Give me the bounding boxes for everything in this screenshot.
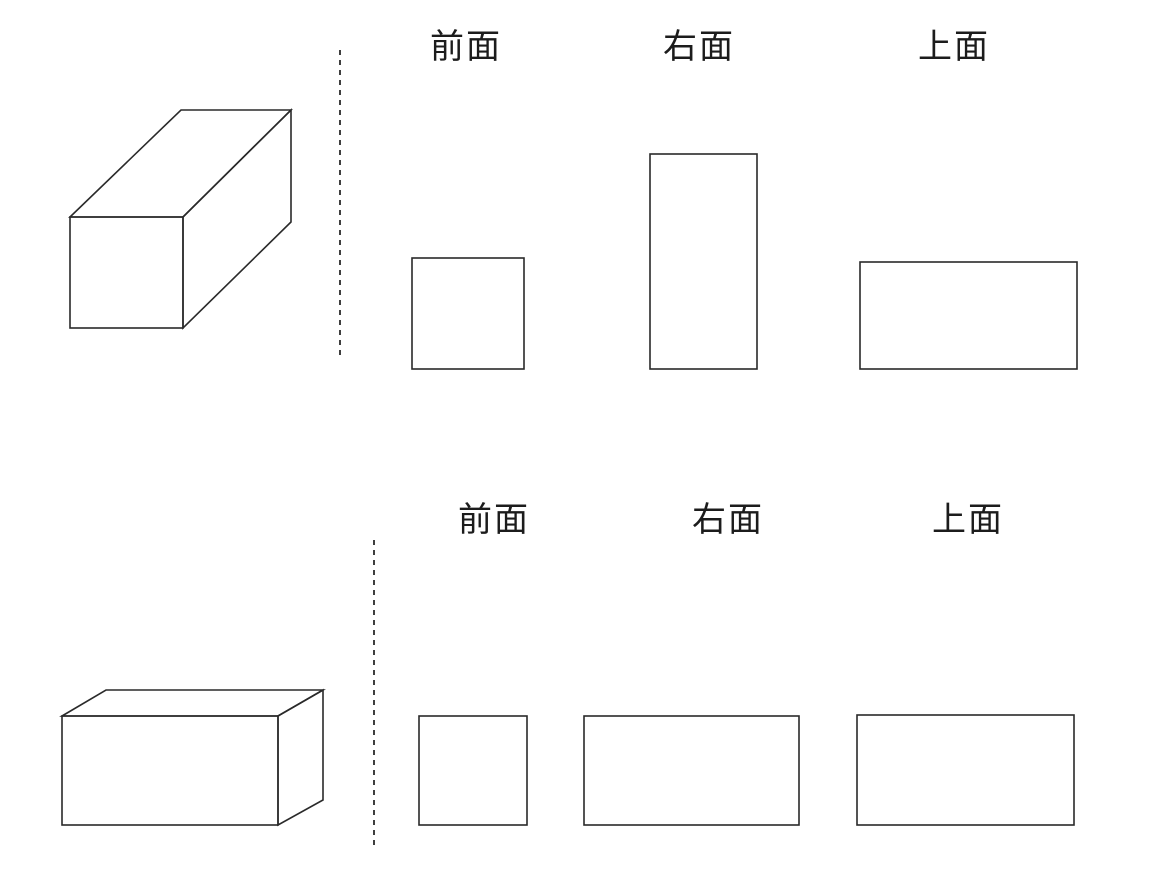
row-2-top-view [856, 714, 1075, 826]
row-2-right-view [583, 715, 800, 826]
row-2-solid-right-face [277, 688, 324, 827]
row-1-top-view [859, 261, 1078, 370]
row-1-front-view [411, 257, 525, 370]
row-1-solid-front-face [69, 216, 184, 329]
row-1-solid-top-face [68, 109, 293, 218]
row-1-front-label: 前面 [430, 27, 502, 67]
row-2-solid [59, 688, 326, 827]
row-1-solid-right-face [182, 108, 292, 330]
row-1-right-view [649, 153, 758, 370]
row-1-top-label: 上面 [918, 27, 990, 67]
row-2-front-label: 前面 [458, 500, 530, 540]
row-2-top-label: 上面 [932, 500, 1004, 540]
row-2: 前面 右面 上面 [59, 500, 1075, 850]
row-2-right-label: 右面 [692, 500, 764, 540]
row-1-right-label: 右面 [663, 27, 735, 67]
row-2-front-view [418, 715, 528, 826]
row-1-solid [68, 108, 293, 330]
row-2-solid-front-face [61, 715, 279, 826]
row-1: 前面 右面 上面 [68, 27, 1078, 370]
